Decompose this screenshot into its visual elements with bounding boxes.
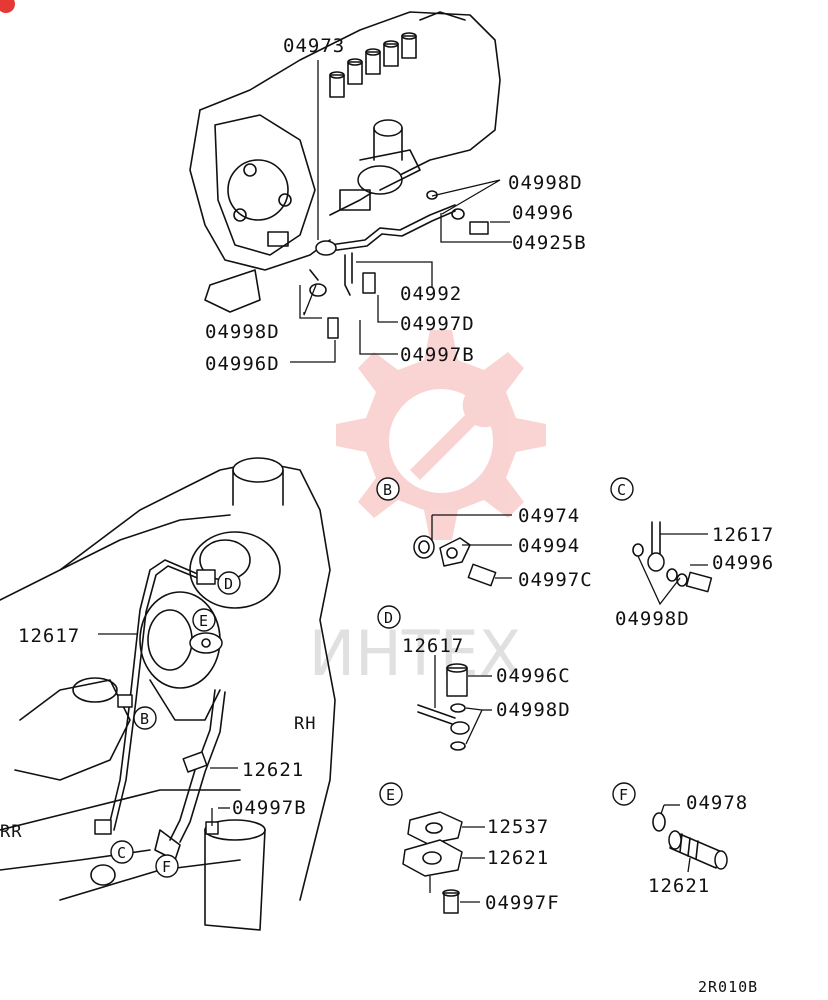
orientation-rh: RH bbox=[294, 714, 316, 734]
label-04998D-d: 04998D bbox=[496, 699, 571, 721]
callout-f-main: F bbox=[155, 854, 179, 878]
label-04925B: 04925B bbox=[512, 232, 587, 254]
svg-text:D: D bbox=[224, 575, 234, 593]
label-04998D-c: 04998D bbox=[615, 608, 690, 630]
detail-c-letter: C bbox=[617, 481, 627, 499]
oil-feed-pipe bbox=[309, 190, 489, 339]
detail-f-letter: F bbox=[619, 786, 629, 804]
detail-e-letter: E bbox=[386, 786, 396, 804]
label-04998D-left: 04998D bbox=[205, 321, 280, 343]
detail-d: D 12617 04996C 04998D bbox=[377, 605, 571, 751]
diagram-code: 2R010B bbox=[698, 978, 758, 996]
detail-d-letter: D bbox=[384, 609, 394, 627]
label-04973: 04973 bbox=[283, 35, 345, 57]
label-04997B-top: 04997B bbox=[400, 344, 475, 366]
label-12617-main: 12617 bbox=[18, 625, 80, 647]
orientation-rr: RR bbox=[0, 822, 22, 842]
label-12617-c: 12617 bbox=[712, 524, 774, 546]
engine-turbocharger-illustration bbox=[0, 457, 336, 931]
main-leader-lines bbox=[98, 633, 238, 826]
svg-text:E: E bbox=[199, 612, 209, 630]
detail-b: B 04974 04994 04997C bbox=[376, 477, 593, 591]
label-04974: 04974 bbox=[518, 505, 580, 527]
svg-text:B: B bbox=[140, 710, 150, 728]
label-04997C: 04997C bbox=[518, 569, 593, 591]
watermark-text: ИНТЕХ bbox=[309, 617, 522, 690]
top-leader-lines bbox=[290, 60, 512, 363]
label-04992: 04992 bbox=[400, 283, 462, 305]
label-12537: 12537 bbox=[487, 816, 549, 838]
label-04997D: 04997D bbox=[400, 313, 475, 335]
label-04994: 04994 bbox=[518, 535, 580, 557]
label-04996D: 04996D bbox=[205, 353, 280, 375]
callout-c-main: C bbox=[110, 840, 134, 864]
detail-b-letter: B bbox=[383, 481, 393, 499]
callout-e-main: E bbox=[192, 608, 216, 632]
label-12621-main: 12621 bbox=[242, 759, 304, 781]
label-12621-f: 12621 bbox=[648, 875, 710, 897]
label-12621-e: 12621 bbox=[487, 847, 549, 869]
callout-d-main: D bbox=[217, 571, 241, 595]
detail-c: C 12617 04996 04998D bbox=[610, 477, 774, 630]
detail-f: F 04978 12621 bbox=[612, 782, 748, 897]
label-12617-d: 12617 bbox=[402, 635, 464, 657]
corner-badge-icon bbox=[0, 0, 15, 13]
callout-b-main: B bbox=[133, 706, 157, 730]
label-04996C: 04996C bbox=[496, 665, 571, 687]
label-04998D-top: 04998D bbox=[508, 172, 583, 194]
label-04996-c: 04996 bbox=[712, 552, 774, 574]
detail-e: E 12537 12621 04997F bbox=[379, 782, 560, 914]
label-04997F: 04997F bbox=[485, 892, 560, 914]
label-04997B-main: 04997B bbox=[232, 797, 307, 819]
svg-text:C: C bbox=[117, 844, 127, 862]
label-04978: 04978 bbox=[686, 792, 748, 814]
svg-text:F: F bbox=[162, 858, 172, 876]
label-04996-top: 04996 bbox=[512, 202, 574, 224]
injection-pump-illustration bbox=[189, 11, 501, 313]
